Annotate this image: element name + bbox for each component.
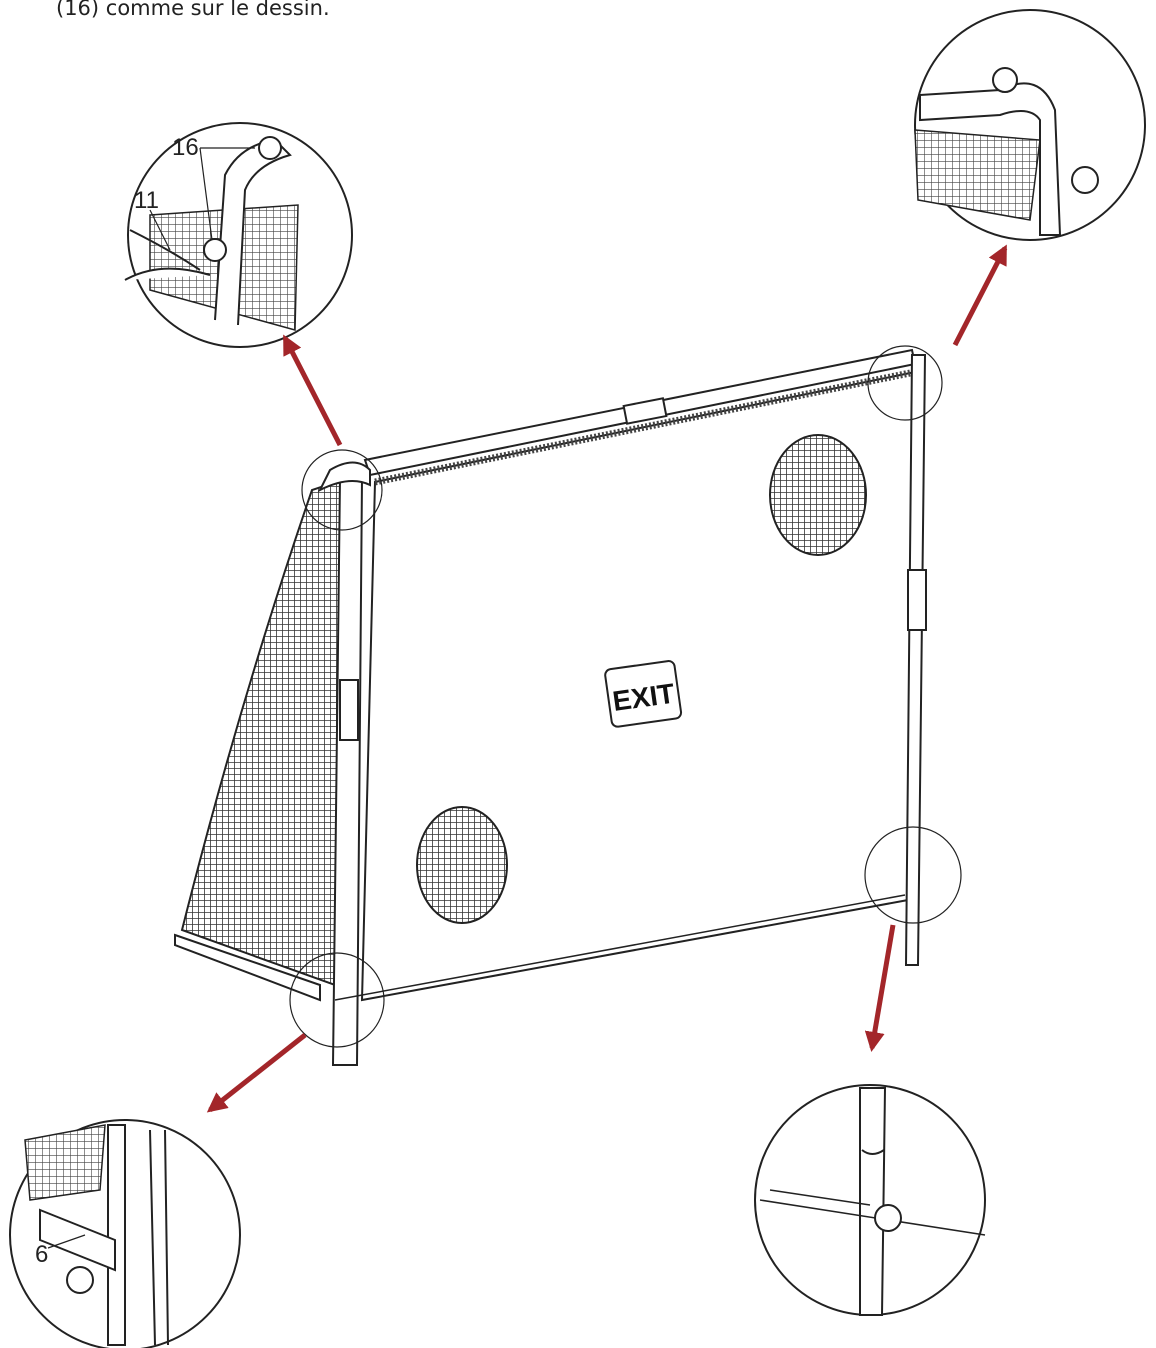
- arrow-to-bottom-left-detail: [206, 1033, 307, 1113]
- detail-top-left: [124, 122, 353, 348]
- detail-top-right: [914, 9, 1146, 241]
- hole-top-right: [769, 434, 867, 556]
- arrow-to-top-left-detail: [282, 334, 343, 447]
- detail-bottom-left: [9, 1119, 241, 1348]
- callout-11: 11: [134, 187, 159, 214]
- callout-6: 6: [35, 1241, 48, 1268]
- callout-16: 16: [172, 134, 199, 161]
- side-net: [180, 476, 350, 987]
- hole-bottom-left: [416, 806, 508, 924]
- instruction-caption: (16) comme sur le dessin.: [56, 0, 330, 20]
- arrow-to-top-right-detail: [952, 244, 1008, 347]
- base-tube: [174, 933, 321, 1002]
- right-post: [904, 354, 927, 966]
- exit-logo: EXIT: [604, 660, 683, 728]
- arrow-to-bottom-right-detail: [864, 924, 896, 1052]
- detail-bottom-right: [754, 1084, 986, 1316]
